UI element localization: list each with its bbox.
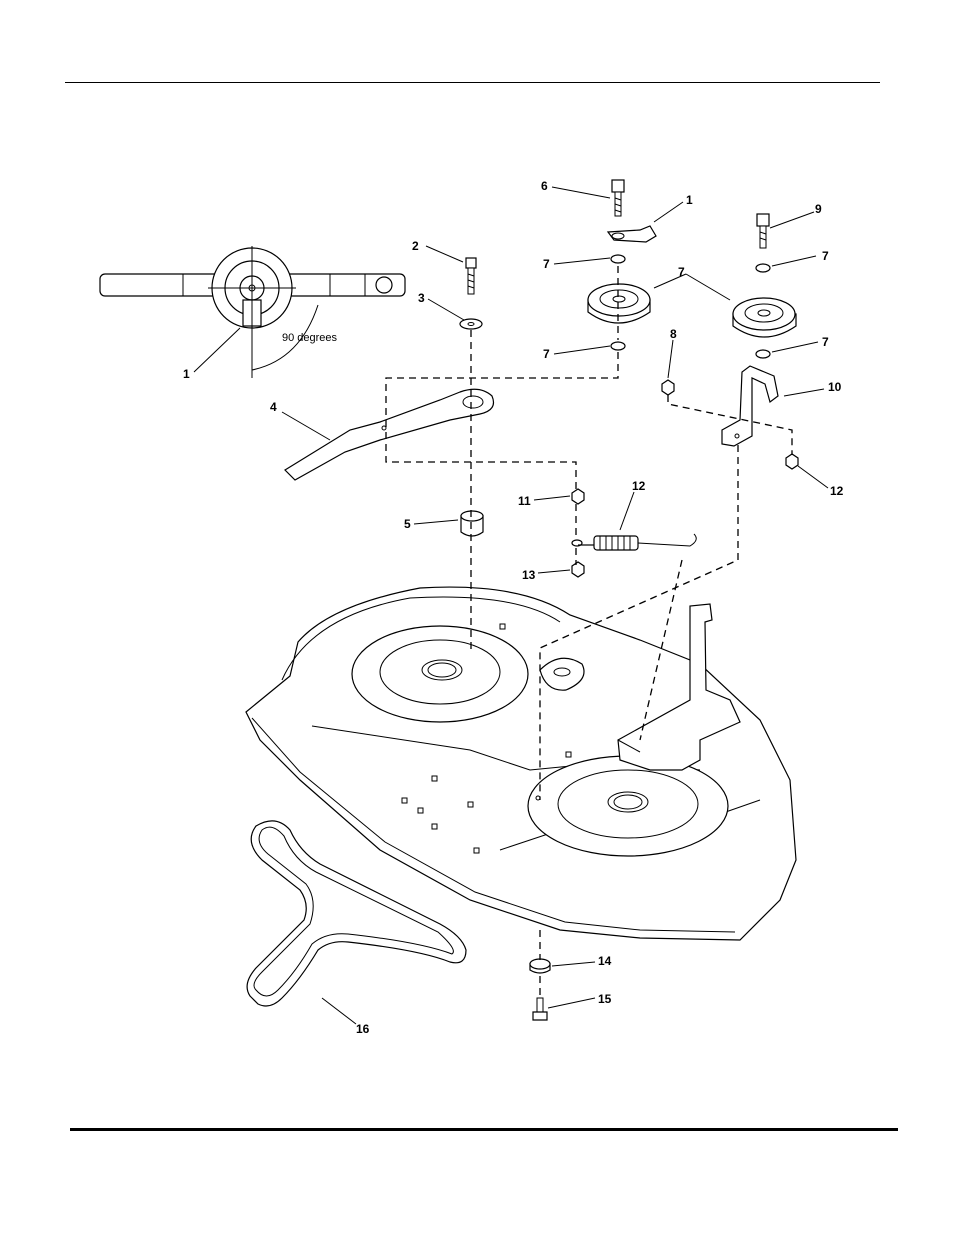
nut-9: [662, 380, 674, 395]
callout-3: 3: [418, 291, 425, 305]
bolt-15: [533, 998, 547, 1020]
callout-7-top-left: 7: [543, 257, 550, 271]
nut-12-right: [786, 454, 798, 469]
callout-1-bracket: 1: [686, 193, 693, 207]
bracket-11: [722, 366, 778, 446]
callout-1-detail: 1: [183, 367, 190, 381]
callout-5: 5: [404, 517, 411, 531]
callout-7-top-right: 7: [822, 249, 829, 263]
bolt-6: [612, 180, 624, 216]
callout-16: 16: [356, 1022, 370, 1036]
washer-7-bottom-right: [756, 350, 770, 358]
idler-arm-4: [285, 389, 494, 480]
callout-9: 8: [670, 327, 677, 341]
callout-13: 12: [632, 479, 646, 493]
callout-7-bottom-right: 7: [822, 335, 829, 349]
bolt-10: [757, 214, 769, 248]
angle-note: 90 degrees: [282, 332, 338, 344]
spring-13: [578, 534, 696, 550]
idler-arm-detail: [100, 246, 405, 378]
callout-15: 15: [598, 992, 612, 1006]
callout-14: 13: [522, 568, 536, 582]
callout-4: 4: [270, 400, 277, 414]
washer-7-top-right: [756, 264, 770, 272]
washer-7-bottom-left: [611, 342, 625, 350]
nut-12-left: [572, 489, 584, 504]
washer-7-bottom: [530, 959, 550, 973]
callout-10: 9: [815, 202, 822, 216]
pulley-8-right: [733, 298, 796, 337]
callout-12-right: 12: [830, 484, 844, 498]
callout-11: 10: [828, 380, 842, 394]
callout-7-below-deck: 14: [598, 954, 612, 968]
callout-12-left: 11: [518, 494, 531, 508]
pulley-8-left: [588, 284, 650, 323]
spacer-5: [461, 511, 483, 536]
callout-7-bottom-left: 7: [543, 347, 550, 361]
callout-8: 7: [678, 265, 685, 279]
callout-2: 2: [412, 239, 419, 253]
nut-14: [572, 562, 584, 577]
bolt-2: [466, 258, 476, 294]
callout-6: 6: [541, 179, 548, 193]
washer-7-top-left: [611, 255, 625, 263]
